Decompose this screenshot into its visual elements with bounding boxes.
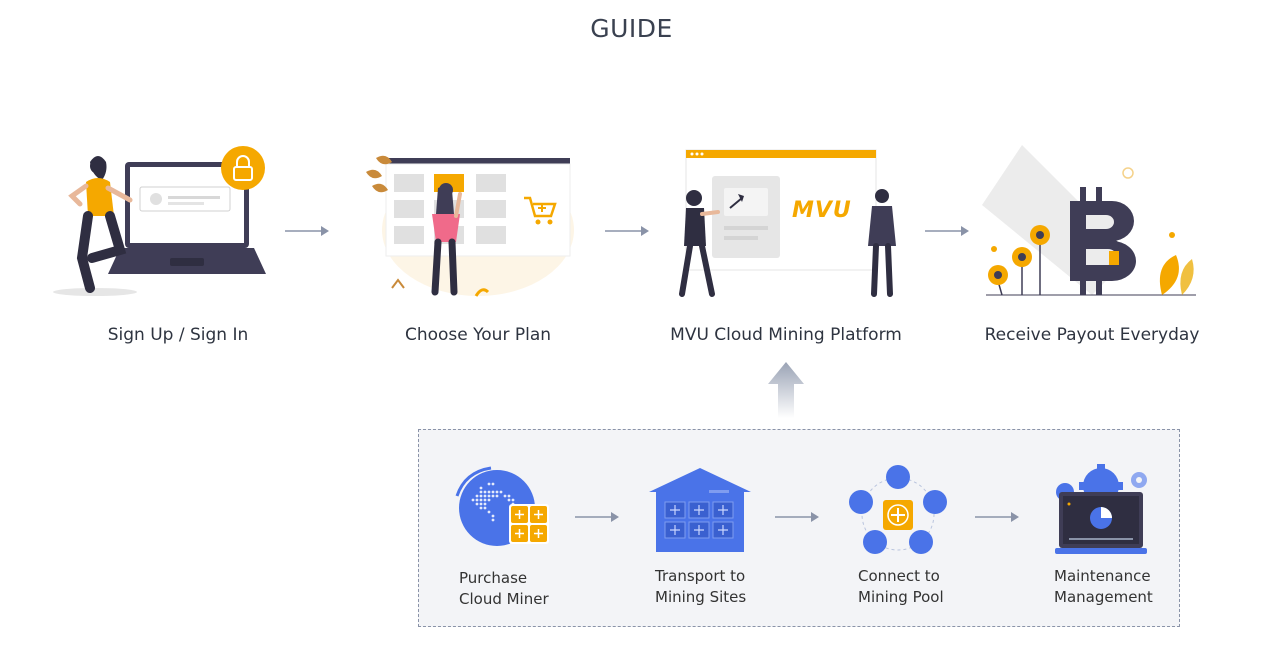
step-label-choose-plan: Choose Your Plan [404, 325, 552, 345]
mvu-logo: MVU [792, 198, 852, 223]
arrow-right-icon [285, 226, 329, 236]
maintenance-icon [1055, 464, 1147, 554]
arrow-right-icon [925, 226, 969, 236]
step-label-platform: MVU Cloud Mining Platform [670, 325, 902, 345]
choose-plan-illustration [358, 138, 578, 303]
step-label-payout: Receive Payout Everyday [984, 325, 1200, 345]
mining-pool-icon [849, 465, 947, 554]
sign-in-illustration [50, 140, 275, 300]
warehouse-icon [649, 468, 751, 552]
arrow-up-icon [768, 362, 804, 418]
arrow-right-icon [775, 512, 819, 522]
page-title: GUIDE [590, 14, 673, 43]
process-label-maintenance: Maintenance Management [1054, 567, 1153, 606]
step-label-sign-in: Sign Up / Sign In [107, 325, 249, 345]
arrow-right-icon [575, 512, 619, 522]
process-label-transport: Transport to Mining Sites [655, 567, 747, 606]
arrow-right-icon [975, 512, 1019, 522]
process-panel: Purchase Cloud Miner Transport to Mining… [418, 429, 1180, 627]
process-label-purchase: Purchase Cloud Miner [459, 569, 549, 608]
platform-illustration: MVU [672, 148, 908, 303]
process-label-connect: Connect to Mining Pool [858, 567, 944, 606]
arrow-right-icon [605, 226, 649, 236]
payout-illustration [982, 145, 1202, 300]
globe-miner-icon [455, 466, 549, 546]
